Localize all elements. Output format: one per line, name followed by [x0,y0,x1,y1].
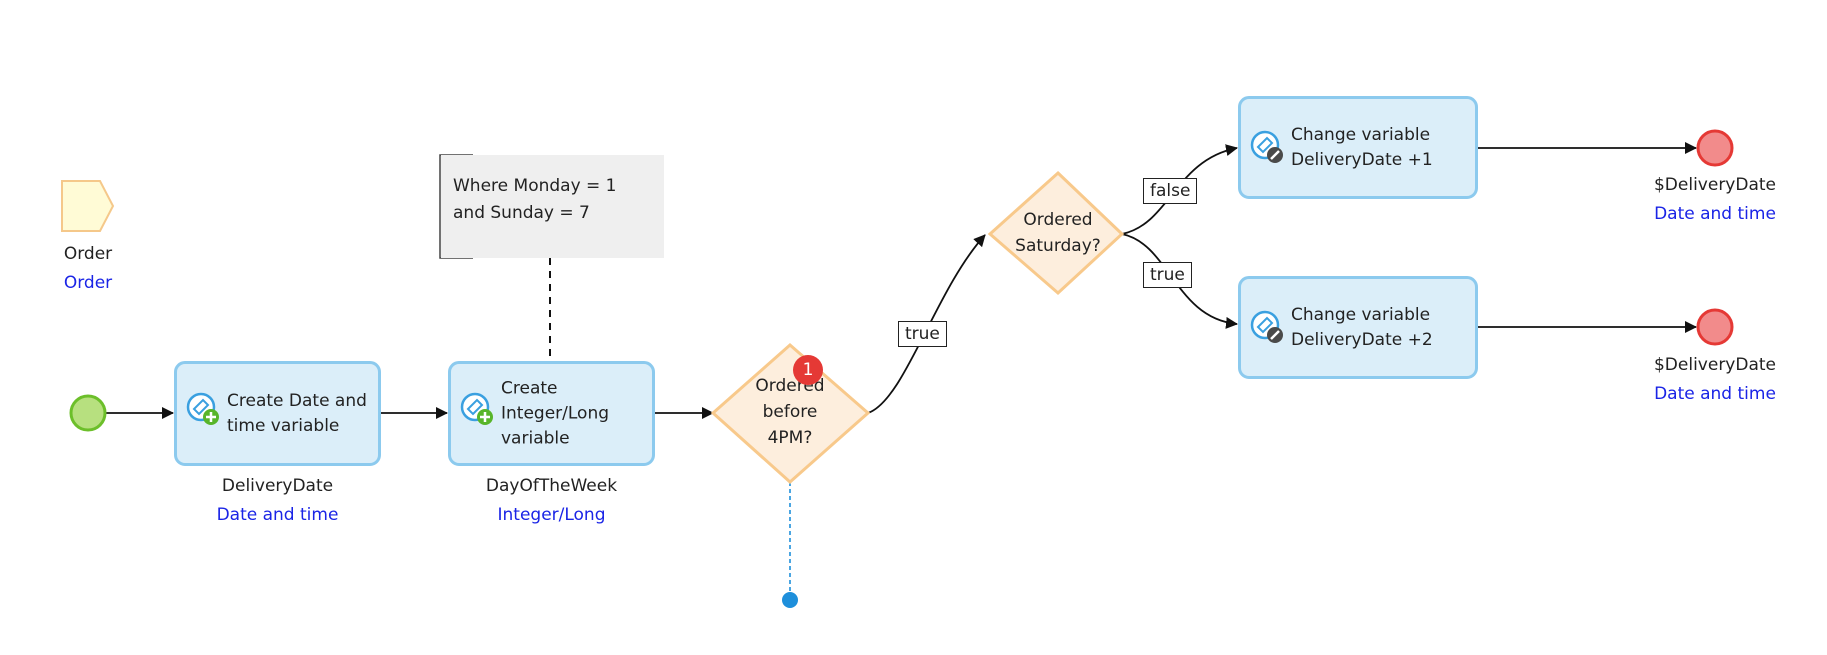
activity-change-variable-plus-1[interactable]: Change variable DeliveryDate +1 [1238,96,1478,199]
activity-4-line-2: DeliveryDate +2 [1291,329,1433,350]
activity-1-var-type: Date and time [216,505,339,525]
decision-ordered-before-4pm[interactable] [710,343,871,485]
annotation-note[interactable]: Where Monday = 1 and Sunday = 7 [441,155,664,258]
edge-label-false[interactable]: false [1143,178,1198,204]
activity-2-var-type: Integer/Long [497,505,606,525]
activity-4-line-1: Change variable [1291,304,1431,325]
parameter-name: Order [63,244,113,264]
annotation-line-1: Where Monday = 1 [453,176,617,196]
activity-3-line-2: DeliveryDate +1 [1291,149,1433,170]
start-event[interactable] [69,394,107,432]
change-variable-icon [1250,310,1283,343]
end-event-2[interactable] [1696,308,1734,346]
activity-create-integer-variable[interactable]: Create Integer/Long variable [448,361,655,466]
decision-1-line-2: before [762,402,818,422]
activity-1-var-name: DeliveryDate [221,476,334,496]
error-count-badge[interactable]: 1 [793,355,823,385]
activity-3-line-1: Change variable [1291,124,1431,145]
decision-1-label: Ordered before 4PM? [740,373,840,451]
activity-change-variable-plus-2[interactable]: Change variable DeliveryDate +2 [1238,276,1478,379]
end-event-1[interactable] [1696,129,1734,167]
activity-2-line-3: variable [501,428,570,448]
edge-label-true-2[interactable]: true [1143,262,1192,288]
decision-2-label: Ordered Saturday? [1003,207,1113,259]
end-event-1-name: $DeliveryDate [1653,175,1776,195]
end-event-1-type: Date and time [1654,204,1776,224]
decision-2-line-1: Ordered [1023,210,1093,230]
decision-1-line-1: Ordered [755,376,825,396]
parameter-type: Order [63,273,113,293]
activity-2-line-1: Create [501,378,558,398]
create-variable-icon [460,392,493,425]
activity-1-line-2: time variable [227,415,340,436]
activity-2-line-2: Integer/Long [501,403,610,423]
create-variable-icon [186,392,219,425]
end-event-2-type: Date and time [1654,384,1776,404]
change-variable-icon [1250,130,1283,163]
decision-2-line-2: Saturday? [1015,236,1101,256]
edge-label-true-1[interactable]: true [898,321,947,347]
annotation-line-2: and Sunday = 7 [453,203,590,223]
activity-1-line-1: Create Date and [227,390,367,411]
decision-1-line-3: 4PM? [767,428,813,448]
activity-create-date-variable[interactable]: Create Date and time variable [174,361,381,466]
end-event-2-name: $DeliveryDate [1653,355,1776,375]
decision-ordered-saturday[interactable] [987,170,1125,296]
activity-2-var-name: DayOfTheWeek [485,476,618,496]
parameter-shape[interactable] [61,180,115,232]
error-handler-endpoint[interactable] [782,592,798,608]
